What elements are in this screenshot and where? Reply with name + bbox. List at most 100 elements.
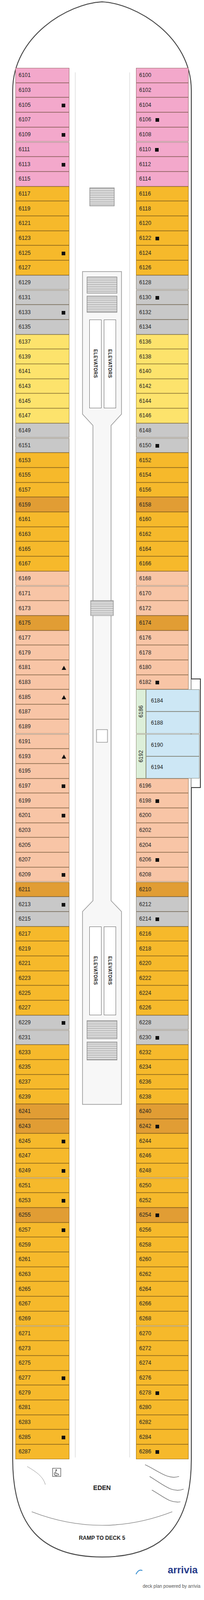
cabin-box: 6235 [15,1061,70,1077]
feature-square [155,1452,160,1457]
ramp-label: RAMP TO DECK 5 [78,1537,126,1544]
feature-square [155,1126,160,1131]
cabin-box: 6100 [136,68,189,83]
cabin-box: 6109 [15,127,70,143]
cabin-box: 6181 [15,660,70,676]
suite-box: 6184 [145,690,200,713]
cabin-box: 6189 [15,720,70,736]
cabin-number: 6264 [139,1287,152,1295]
cabin-number: 6136 [139,339,152,346]
cabin-number: 6271 [18,1332,31,1339]
cabin-number: 6240 [139,1109,152,1117]
cabin-box: 6212 [136,898,189,914]
cabin-number: 6160 [139,516,152,524]
cabin-number: 6177 [18,635,31,642]
cabin-number: 6189 [18,724,31,731]
cabin-number: 6286 [139,1450,152,1458]
cabin-box: 6215 [15,913,70,928]
feature-square [155,237,160,241]
accessible-icon [52,1470,61,1479]
cabin-number: 6104 [139,102,152,109]
cabin-box: 6142 [136,379,189,395]
cabin-box: 6114 [136,171,189,187]
cabin-number: 6212 [139,902,152,909]
feature-triangle [61,666,67,671]
cabin-number: 6203 [18,828,31,835]
cabin-number: 6178 [139,650,152,657]
cabin-number: 6201 [18,813,31,820]
cabin-box: 6149 [15,423,70,439]
cabin-number: 6135 [18,324,31,331]
cabin-box: 6228 [136,1016,189,1032]
cabin-number: 6156 [139,487,152,494]
feature-triangle [61,755,67,760]
cabin-number: 6235 [18,1065,31,1072]
stairs-symbol [87,1022,117,1041]
cabin-number: 6113 [18,161,31,168]
feature-square [155,148,159,152]
cabin-number: 6279 [18,1391,31,1399]
cabin-box: 6236 [136,1076,189,1092]
cabin-number: 6237 [18,1080,31,1087]
cabin-box: 6273 [15,1342,70,1358]
cabin-box: 6279 [15,1387,70,1403]
cabin-box: 6177 [15,631,70,647]
credit-text-holder: deck plan powered by arrivia [142,1583,201,1593]
cabin-box: 6216 [136,927,189,943]
cabin-number: 6281 [18,1406,31,1413]
cabin-number: 6275 [18,1361,31,1369]
cabin-number: 6209 [18,872,31,880]
cabin-box: 6121 [15,216,70,232]
cabin-number: 6252 [139,1199,152,1206]
cabin-box: 6234 [136,1061,189,1077]
cabin-box: 6208 [136,868,189,884]
cabin-number: 6254 [139,1213,152,1220]
cabin-number: 6145 [18,398,31,405]
cabin-number: 6173 [18,606,31,613]
cabin-box: 6219 [15,942,70,958]
cabin-number: 6172 [139,606,152,613]
cabin-box: 6104 [136,97,189,113]
cabin-box: 6241 [15,1105,70,1121]
cabin-number: 6242 [139,1124,152,1132]
cabin-number: 6168 [139,576,152,583]
cabin-box: 6278 [136,1387,189,1403]
cabin-number: 6195 [18,768,31,776]
cabin-number: 6166 [139,561,152,568]
cabin-box: 6193 [15,749,70,765]
cabin-number: 6202 [139,828,152,835]
cabin-box: 6205 [15,838,70,854]
cabin-box: 6164 [136,542,189,558]
cabin-number: 6219 [18,947,31,954]
cabin-number: 6121 [18,220,31,227]
cabin-box: 6274 [136,1357,189,1373]
cabin-number: 6115 [18,175,31,183]
cabin-box: 6270 [136,1328,189,1344]
cabin-number: 6154 [139,472,152,479]
cabin-box: 6141 [15,364,70,380]
cabin-number: 6220 [139,961,152,968]
cabin-box: 6124 [136,245,189,261]
cabin-box: 6145 [15,393,70,409]
landing-symbol [96,730,108,744]
cabin-box: 6206 [136,853,189,869]
cabin-box: 6113 [15,156,70,172]
cabin-number: 6132 [139,309,152,316]
cabin-box: 6163 [15,527,70,543]
cabin-box: 6280 [136,1402,189,1418]
cabin-box: 6103 [15,82,70,98]
cabin-box: 6238 [136,1090,189,1106]
cabin-box: 6133 [15,305,70,321]
cabin-number: 6262 [139,1272,152,1280]
cabin-number: 6112 [139,161,151,168]
cabin-box: 6108 [136,127,189,143]
cabin-box: 6211 [15,883,70,899]
cabin-box: 6239 [15,1090,70,1106]
cabin-number: 6196 [139,783,152,791]
cabin-box: 6223 [15,972,70,988]
cabin-box: 6153 [15,453,70,469]
cabin-number: 6157 [18,487,31,494]
cabin-box: 6101 [15,68,70,83]
cabin-number: 6118 [139,205,151,213]
cabin-box: 6171 [15,587,70,603]
